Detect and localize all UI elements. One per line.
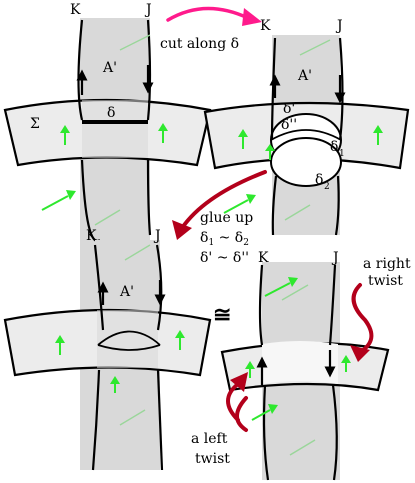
left-twist-line-2: twist: [195, 451, 230, 467]
panel-top-right: K J A' δ' δ'' δ 1 δ 2: [203, 18, 410, 236]
label-K-3: K: [86, 228, 97, 244]
congruent-symbol: ≅: [213, 302, 231, 328]
label-J-4: J: [331, 250, 339, 266]
sub-2: 2: [324, 182, 330, 192]
label-Aprime-3: A': [119, 284, 134, 300]
green-arrow: [373, 125, 383, 145]
green-arrow: [55, 335, 65, 355]
label-K-1: K: [70, 2, 81, 18]
green-arrow: [245, 361, 255, 378]
label-delta-2: δ: [315, 172, 323, 188]
green-arrow: [265, 144, 275, 160]
glue-title: glue up: [200, 210, 253, 226]
green-arrow: [251, 404, 278, 421]
green-arrow: [41, 190, 76, 211]
panel-bottom-right: K J a right twist a left twist: [191, 250, 411, 481]
sub-1: 1: [339, 149, 345, 159]
green-arrow: [158, 123, 168, 143]
label-K-4: K: [258, 250, 269, 266]
label-J-2: J: [335, 18, 343, 34]
right-twist-arrow: [350, 283, 374, 362]
glue-line-2: δ' ~ δ'': [200, 250, 249, 266]
cut-annotation: cut along δ: [160, 36, 239, 52]
label-Aprime-1: A': [102, 60, 117, 76]
green-arrow: [175, 330, 185, 350]
green-arrow: [60, 125, 70, 145]
green-arrow: [341, 355, 351, 372]
right-twist-line-1: a right: [363, 256, 411, 272]
glue-arrow: [172, 170, 267, 240]
label-J-1: J: [144, 2, 152, 18]
right-twist-line-2: twist: [368, 273, 403, 289]
label-Sigma: Σ: [30, 116, 40, 132]
left-twist-line-1: a left: [191, 431, 228, 447]
panel-bottom-left: K J A': [3, 228, 212, 471]
glue-line-1: δ1 ~ δ2: [200, 230, 249, 248]
label-delta-prime: δ': [283, 101, 295, 117]
label-delta-1: δ: [330, 139, 338, 155]
label-Aprime-2: A': [297, 68, 312, 84]
left-twist-arrow: [226, 372, 248, 432]
delta-box: [82, 120, 148, 124]
green-arrow: [110, 376, 120, 393]
green-arrow: [223, 194, 256, 214]
label-delta: δ: [107, 105, 115, 121]
label-delta-dprime: δ'': [281, 117, 297, 133]
label-J-3: J: [153, 228, 161, 244]
cut-arrow: [166, 6, 262, 26]
cut-lower: [270, 137, 342, 187]
green-arrow: [264, 277, 298, 297]
label-K-2: K: [260, 18, 271, 34]
green-arrow: [238, 129, 248, 149]
